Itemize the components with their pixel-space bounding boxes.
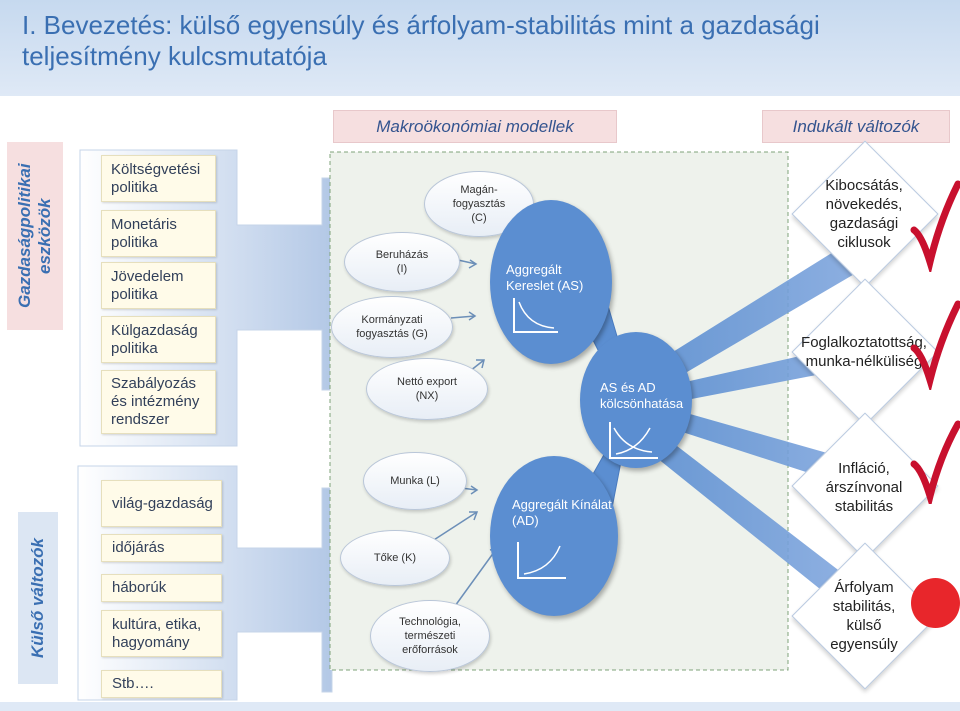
oval-government-consumption-label: Kormányzati fogyasztás (G) [356,314,428,340]
outcome-employment: Foglalkoztatottság, munka-nélküliség [801,334,927,370]
circle-aggregate-supply-label: Aggregált Kínálat (AD) [512,497,612,528]
outcome-inflation: Infláció, árszínvonal stabilitás [825,459,903,515]
policy-label-bg [7,142,63,330]
oval-investment-label: Beruházás (I) [375,249,429,275]
supply-curve-icon [517,542,566,579]
outcome-exchange: Árfolyam stabilitás, külső egyensúly [830,579,898,653]
oval-net-export: Nettó export (NX) [366,358,488,420]
external-item-culture: kultúra, etika, hagyomány [101,610,222,657]
oval-technology-label: Technológia, természeti erőforrások [399,616,461,656]
external-item-etc: Stb…. [101,670,222,698]
bottom-bar [0,702,960,711]
equilibrium-curve-icon [609,422,658,459]
policy-item-foreign-trade: Külgazdaság politika [101,316,216,363]
external-item-wars: háborúk [101,574,222,602]
policy-item-regulation: Szabályozás és intézmény rendszer [101,370,216,434]
page-title: I. Bevezetés: külső egyensúly és árfolya… [22,10,820,71]
oval-capital-label: Tőke (K) [373,552,417,564]
header-induced: Indukált változók [762,110,950,143]
policy-item-monetary: Monetáris politika [101,210,216,257]
policy-item-fiscal: Költségvetési politika [101,155,216,202]
ray-4 [652,436,872,618]
circle-aggregate-demand-label: Aggregált Kereslet (AS) [506,262,584,293]
circle-interaction-label: AS és AD kölcsönhatása [600,380,684,411]
ray-1 [660,226,892,382]
header-models: Makroökonómiai modellek [333,110,617,143]
outcome-output: Kibocsátás, növekedés, gazdasági cikluso… [825,177,903,251]
policy-item-income: Jövedelem politika [101,262,216,309]
title-bar [0,0,960,96]
oval-private-consumption-label: Magán-fogyasztás (C) [452,184,506,224]
oval-labor-label: Munka (L) [390,475,440,487]
oval-capital: Tőke (K) [340,530,450,586]
circle-aggregate-supply [490,456,618,616]
red-dot-icon [911,578,960,628]
oval-labor: Munka (L) [363,452,467,510]
circle-aggregate-demand [490,200,612,364]
oval-investment: Beruházás (I) [344,232,460,292]
checkmark-icon [910,180,960,272]
oval-technology: Technológia, természeti erőforrások [370,600,490,672]
demand-curve-icon [513,298,558,333]
external-label-bg [18,512,58,684]
checkmark-icon [910,420,960,504]
checkmark-icon [910,300,960,390]
oval-net-export-label: Nettó export (NX) [397,376,457,402]
external-item-weather: időjárás [101,534,222,562]
oval-government-consumption: Kormányzati fogyasztás (G) [331,296,453,358]
external-item-world-economy: világ-gazdaság [101,480,222,527]
